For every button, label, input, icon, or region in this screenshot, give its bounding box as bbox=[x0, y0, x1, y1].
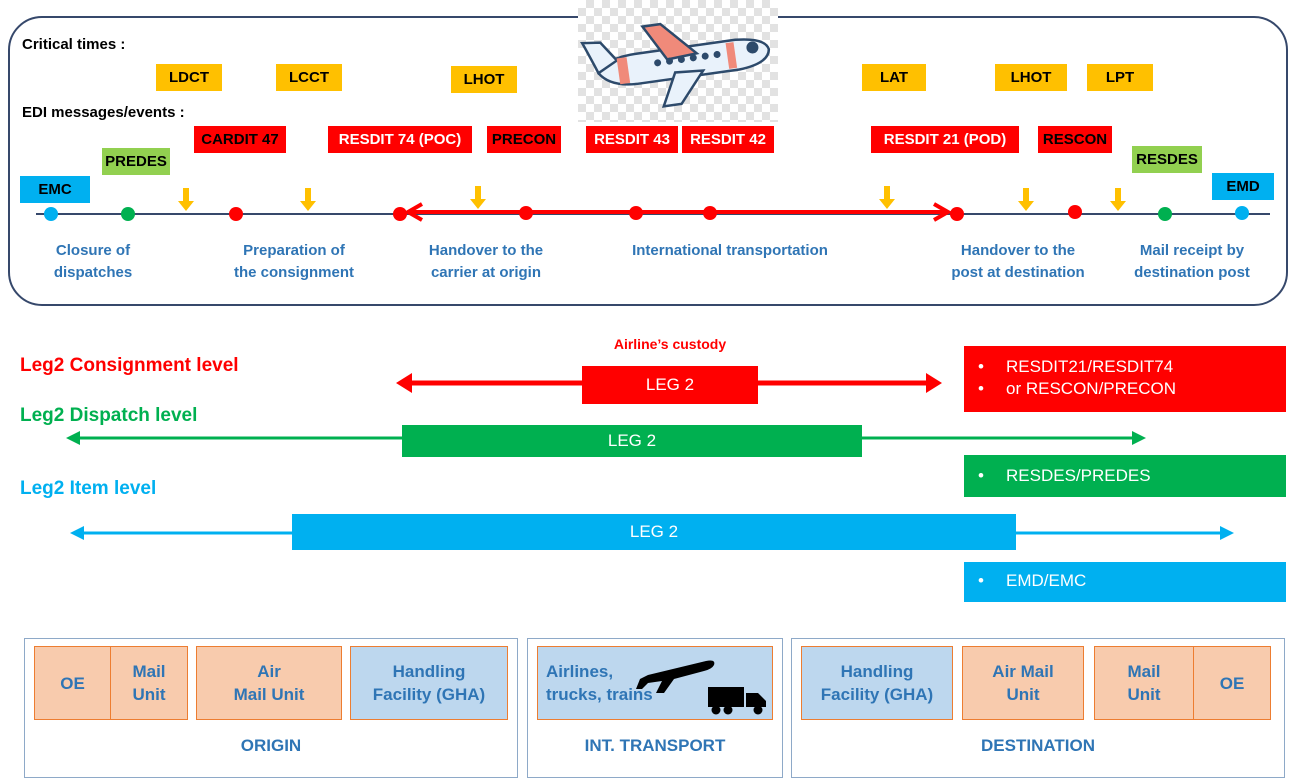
event-dot-resdes bbox=[1158, 207, 1172, 221]
transport-carriers-cell: Airlines, trucks, trains bbox=[537, 646, 773, 720]
transport-trucks-label: trucks, trains bbox=[546, 685, 653, 704]
event-dot-rescon bbox=[1068, 205, 1082, 219]
event-dot-cardit bbox=[229, 207, 243, 221]
critical-time-lcct: LCCT bbox=[276, 64, 342, 91]
item-level-label: Leg2 Item level bbox=[20, 478, 157, 499]
edi-emc: EMC bbox=[20, 176, 90, 203]
critical-time-lat: LAT bbox=[862, 64, 926, 91]
edi-emd: EMD bbox=[1212, 173, 1274, 200]
transport-airlines-label: Airlines, bbox=[546, 662, 614, 681]
destination-handling-facility: Handling Facility (GHA) bbox=[801, 646, 953, 720]
dispatch-messages-box: RESDES/PREDES bbox=[964, 455, 1286, 497]
arrowhead-left bbox=[403, 202, 423, 222]
origin-oe: OE bbox=[34, 646, 111, 720]
edi-messages-label: EDI messages/events : bbox=[22, 104, 185, 121]
edi-rescon: RESCON bbox=[1038, 126, 1112, 153]
down-arrow-icon bbox=[879, 186, 895, 209]
event-dot-resdit43 bbox=[629, 206, 643, 220]
event-dot-resdit74 bbox=[393, 207, 407, 221]
edi-resdit-43: RESDIT 43 bbox=[586, 126, 678, 153]
destination-title: DESTINATION bbox=[981, 736, 1095, 755]
down-arrow-icon bbox=[1018, 188, 1034, 211]
arrowhead-right bbox=[933, 202, 953, 222]
item-messages-box: EMD/EMC bbox=[964, 562, 1286, 602]
stage-preparation: Preparation of the consignment bbox=[233, 242, 354, 281]
edi-resdit-74: RESDIT 74 (POC) bbox=[328, 126, 472, 153]
destination-mail-unit: Mail Unit bbox=[1094, 646, 1194, 720]
airline-custody-label: Airline’s custody bbox=[613, 336, 727, 352]
stage-closure-of-dispatches: Closure of dispatches bbox=[53, 242, 133, 281]
event-dot-predes bbox=[121, 207, 135, 221]
event-dot-resdit21 bbox=[950, 207, 964, 221]
origin-title: ORIGIN bbox=[240, 736, 302, 755]
origin-air-mail-unit: Air Mail Unit bbox=[196, 646, 342, 720]
edi-resdes: RESDES bbox=[1132, 146, 1202, 173]
consignment-level-label: Leg2 Consignment level bbox=[20, 355, 239, 376]
critical-time-lpt: LPT bbox=[1087, 64, 1153, 91]
origin-mail-unit: Mail Unit bbox=[110, 646, 188, 720]
item-leg-bar: LEG 2 bbox=[292, 514, 1016, 550]
dispatch-message-item: RESDES/PREDES bbox=[980, 465, 1286, 487]
consignment-message-item: RESDIT21/RESDIT74 bbox=[980, 356, 1286, 378]
transport-icons bbox=[636, 660, 766, 715]
dispatch-leg-bar: LEG 2 bbox=[402, 425, 862, 457]
consignment-messages-box: RESDIT21/RESDIT74 or RESCON/PRECON bbox=[964, 346, 1286, 412]
consignment-leg-bar: LEG 2 bbox=[582, 366, 758, 404]
stage-handover-origin: Handover to the carrier at origin bbox=[428, 242, 544, 281]
transport-title: INT. TRANSPORT bbox=[584, 736, 726, 755]
edi-predes: PREDES bbox=[102, 148, 170, 175]
airplane-icon bbox=[580, 22, 771, 108]
edi-resdit-21: RESDIT 21 (POD) bbox=[871, 126, 1019, 153]
down-arrow-icon bbox=[1110, 188, 1126, 211]
critical-time-lhot-origin: LHOT bbox=[451, 66, 517, 93]
item-message-item: EMD/EMC bbox=[980, 570, 1286, 592]
event-dot-resdit42 bbox=[703, 206, 717, 220]
edi-cardit-47: CARDIT 47 bbox=[194, 126, 286, 153]
critical-times-label: Critical times : bbox=[22, 36, 126, 53]
event-dot-emc bbox=[44, 207, 58, 221]
critical-time-markers bbox=[178, 186, 1126, 211]
dispatch-level-label: Leg2 Dispatch level bbox=[20, 405, 198, 426]
airplane-image bbox=[578, 0, 778, 122]
consignment-message-item: or RESCON/PRECON bbox=[980, 378, 1286, 400]
airplane-icon bbox=[636, 660, 715, 693]
down-arrow-icon bbox=[470, 186, 486, 209]
stage-mail-receipt: Mail receipt by destination post bbox=[1134, 242, 1250, 281]
critical-time-ldct: LDCT bbox=[156, 64, 222, 91]
critical-time-lhot-destination: LHOT bbox=[995, 64, 1067, 91]
event-dot-emd bbox=[1235, 206, 1249, 220]
destination-oe: OE bbox=[1193, 646, 1271, 720]
stage-handover-destination: Handover to the post at destination bbox=[951, 242, 1085, 281]
destination-air-mail-unit: Air Mail Unit bbox=[962, 646, 1084, 720]
event-dot-precon bbox=[519, 206, 533, 220]
edi-resdit-42: RESDIT 42 bbox=[682, 126, 774, 153]
down-arrow-icon bbox=[300, 188, 316, 211]
edi-precon: PRECON bbox=[487, 126, 561, 153]
truck-icon bbox=[708, 687, 766, 715]
down-arrow-icon bbox=[178, 188, 194, 211]
origin-handling-facility: Handling Facility (GHA) bbox=[350, 646, 508, 720]
stage-international-transportation: International transportation bbox=[632, 242, 828, 259]
